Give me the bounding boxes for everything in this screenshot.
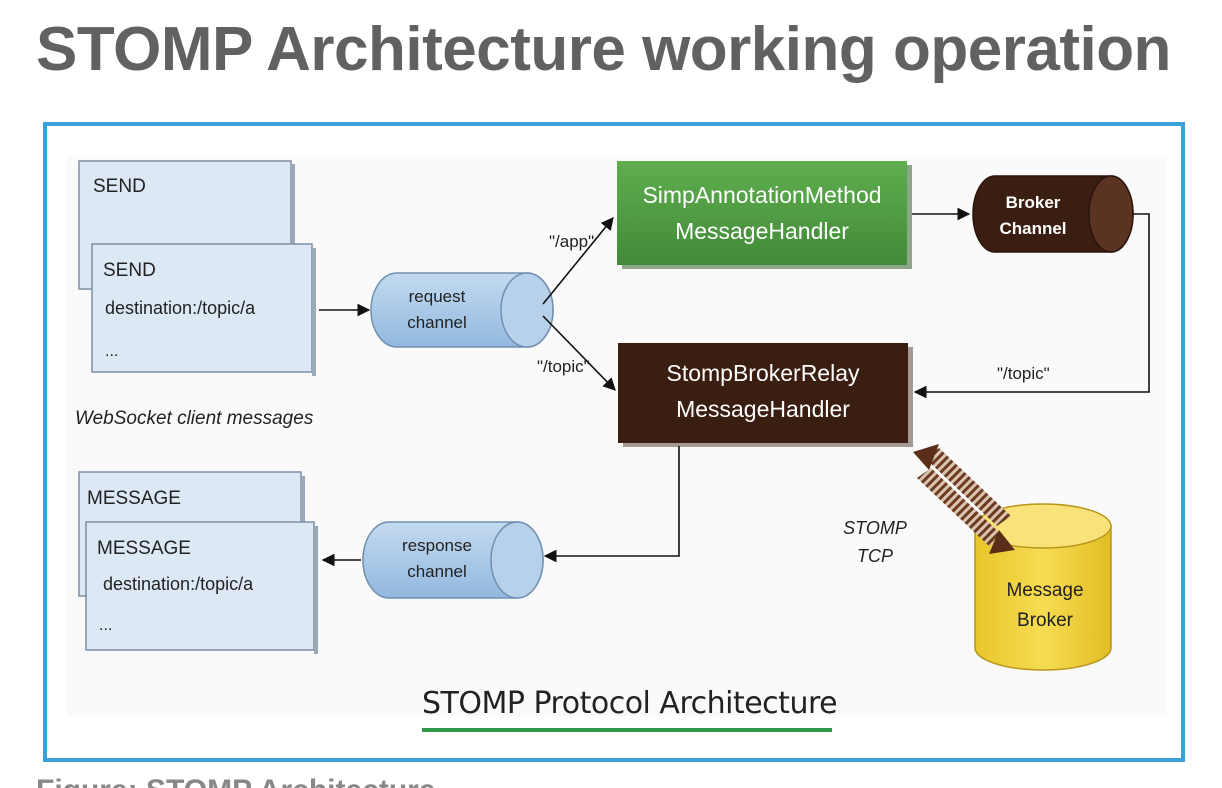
broker-channel: Broker Channel bbox=[972, 175, 1134, 253]
route-topic-label: "/topic" bbox=[537, 357, 590, 376]
diagram-stage: SEND SEND destination:/topic/a ... WebSo… bbox=[67, 156, 1167, 716]
relay-handler-line2: MessageHandler bbox=[676, 396, 850, 422]
relay-to-response-arrow bbox=[543, 446, 680, 563]
send-front-label: SEND bbox=[103, 260, 156, 281]
stomp-protocol-line1: STOMP bbox=[843, 518, 907, 538]
response-channel-line1: response bbox=[402, 536, 472, 555]
caption-underline bbox=[422, 728, 832, 732]
relay-handler-line1: StompBrokerRelay bbox=[666, 360, 860, 386]
message-broker-line1: Message bbox=[1006, 580, 1083, 601]
message-broker-line2: Broker bbox=[1017, 610, 1074, 631]
route-topic-return-label: "/topic" bbox=[997, 364, 1050, 383]
send-card-front: SEND destination:/topic/a ... bbox=[91, 243, 316, 376]
connector-arrows bbox=[319, 207, 1150, 567]
message-destination: destination:/topic/a bbox=[103, 574, 254, 594]
message-card-front: MESSAGE destination:/topic/a ... bbox=[85, 521, 318, 654]
cut-off-figure-caption: Figure: STOMP Architecture bbox=[36, 776, 436, 788]
request-channel-line2: channel bbox=[407, 313, 467, 332]
stomp-tcp-link bbox=[913, 444, 1015, 554]
request-to-simp-arrow bbox=[542, 217, 614, 305]
simp-handler-line2: MessageHandler bbox=[675, 218, 849, 244]
request-to-relay-arrow bbox=[542, 315, 616, 391]
send-more: ... bbox=[105, 343, 118, 360]
simp-handler-line1: SimpAnnotationMethod bbox=[642, 182, 881, 208]
response-channel: response channel bbox=[362, 521, 544, 599]
send-destination: destination:/topic/a bbox=[105, 298, 256, 318]
stomp-protocol-line2: TCP bbox=[857, 546, 893, 566]
diagram-frame: SEND SEND destination:/topic/a ... WebSo… bbox=[43, 122, 1185, 762]
route-app-label: "/app" bbox=[549, 232, 594, 251]
websocket-client-messages-label: WebSocket client messages bbox=[75, 408, 314, 429]
diagram-caption: STOMP Protocol Architecture bbox=[422, 686, 838, 721]
message-front-label: MESSAGE bbox=[97, 538, 191, 559]
broker-channel-line1: Broker bbox=[1006, 193, 1061, 212]
response-channel-line2: channel bbox=[407, 562, 467, 581]
message-back-label: MESSAGE bbox=[87, 488, 181, 509]
simp-annotation-handler: SimpAnnotationMethod MessageHandler bbox=[617, 161, 912, 269]
broker-channel-line2: Channel bbox=[999, 219, 1066, 238]
stomp-broker-relay-handler: StompBrokerRelay MessageHandler bbox=[618, 343, 913, 447]
send-back-label: SEND bbox=[93, 176, 146, 197]
broker-channel-to-relay-arrow bbox=[913, 213, 1150, 399]
request-channel: request channel bbox=[370, 272, 554, 348]
page-title: STOMP Architecture working operation bbox=[36, 15, 1171, 84]
message-more: ... bbox=[99, 617, 112, 634]
request-channel-line1: request bbox=[409, 287, 466, 306]
stomp-architecture-diagram: SEND SEND destination:/topic/a ... WebSo… bbox=[75, 160, 1150, 671]
